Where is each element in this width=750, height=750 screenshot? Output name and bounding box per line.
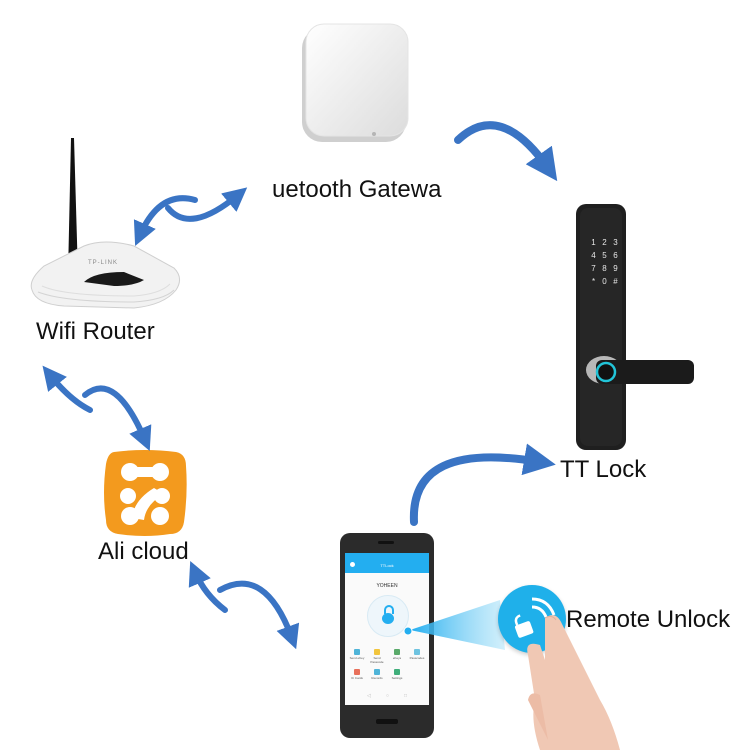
- android-nav: ◁ ○ □: [367, 693, 407, 699]
- lock-label: TT Lock: [560, 456, 647, 483]
- key-0[interactable]: 0: [602, 277, 607, 286]
- tt-lock-device: 1 2 3 4 5 6 7 8 9 * 0 #: [576, 204, 694, 454]
- arrow-cloud-to-phone: [217, 580, 300, 650]
- remote-unlock-label: Remote Unlock: [566, 606, 731, 633]
- wifi-router-device: TP-LINK: [24, 130, 184, 310]
- bluetooth-gateway-device: [302, 23, 410, 144]
- menu-item-icon: [354, 669, 360, 675]
- arrow-cloud-to-router: [42, 365, 93, 413]
- app-header: TTLock: [345, 553, 429, 573]
- unlock-circle[interactable]: [367, 595, 409, 637]
- menu-grid: Send eKey Send Passcode eKeys Passcodes IC C…: [347, 649, 427, 680]
- gateway-label: uetooth Gatewa: [272, 176, 442, 203]
- key-5[interactable]: 5: [602, 251, 607, 260]
- key-3[interactable]: 3: [613, 238, 618, 247]
- arrow-router-to-gateway: [133, 195, 198, 246]
- padlock-icon: [382, 605, 394, 625]
- app-menu-item[interactable]: eKeys: [387, 649, 407, 664]
- menu-item-icon: [414, 649, 420, 655]
- arrow-phone-to-cloud: [188, 560, 228, 613]
- app-title: TTLock: [380, 563, 394, 568]
- key-8[interactable]: 8: [602, 264, 607, 273]
- app-menu-item[interactable]: Send Passcode: [367, 649, 387, 664]
- home-icon[interactable]: ○: [385, 693, 389, 699]
- router-label: Wifi Router: [36, 318, 155, 345]
- menu-item-label: Records: [371, 676, 383, 680]
- key-star[interactable]: *: [591, 277, 596, 286]
- menu-item-icon: [394, 669, 400, 675]
- ali-cloud-logo: [104, 450, 187, 536]
- app-menu-item[interactable]: IC Cards: [347, 669, 367, 680]
- menu-item-label: Settings: [391, 676, 403, 680]
- menu-item-icon: [354, 649, 360, 655]
- menu-item-label: Passcodes: [409, 656, 425, 660]
- cloud-icon: [104, 450, 187, 536]
- gateway-icon: [302, 23, 409, 142]
- arrow-gateway-to-lock: [454, 121, 558, 182]
- menu-item-icon: [374, 669, 380, 675]
- arrow-router-to-cloud: [82, 385, 152, 452]
- menu-item-label: Send Passcode: [370, 656, 384, 664]
- phone-home-bar: [376, 719, 398, 724]
- menu-item-label: eKeys: [392, 656, 402, 660]
- key-6[interactable]: 6: [613, 251, 618, 260]
- app-menu-item[interactable]: Settings: [387, 669, 407, 680]
- key-9[interactable]: 9: [613, 264, 618, 273]
- arrow-gateway-to-router: [165, 187, 248, 222]
- back-icon[interactable]: ◁: [367, 693, 371, 699]
- user-name: YOHEEN: [376, 583, 398, 589]
- key-1[interactable]: 1: [591, 238, 596, 247]
- wifi-lock-icon: [514, 597, 556, 638]
- app-menu-item[interactable]: Passcodes: [407, 649, 427, 664]
- app-menu-item[interactable]: Records: [367, 669, 387, 680]
- recent-apps-icon[interactable]: □: [403, 693, 407, 699]
- router-brand: TP-LINK: [88, 260, 119, 266]
- menu-item-icon: [394, 649, 400, 655]
- arrow-phone-to-lock: [409, 443, 556, 526]
- key-7[interactable]: 7: [591, 264, 596, 273]
- router-icon: [30, 138, 180, 309]
- menu-item-label: Send eKey: [349, 656, 365, 660]
- app-menu-item[interactable]: Send eKey: [347, 649, 367, 664]
- key-hash[interactable]: #: [613, 277, 618, 286]
- cloud-label: Ali cloud: [98, 538, 189, 565]
- phone-speaker: [378, 541, 394, 544]
- menu-item-label: IC Cards: [351, 676, 363, 680]
- key-4[interactable]: 4: [591, 251, 596, 260]
- smart-lock-icon: [576, 204, 694, 450]
- menu-item-icon: [374, 649, 380, 655]
- user-icon[interactable]: [350, 562, 355, 567]
- key-2[interactable]: 2: [602, 238, 607, 247]
- lock-keypad: 1 2 3 4 5 6 7 8 9 * 0 #: [588, 238, 622, 286]
